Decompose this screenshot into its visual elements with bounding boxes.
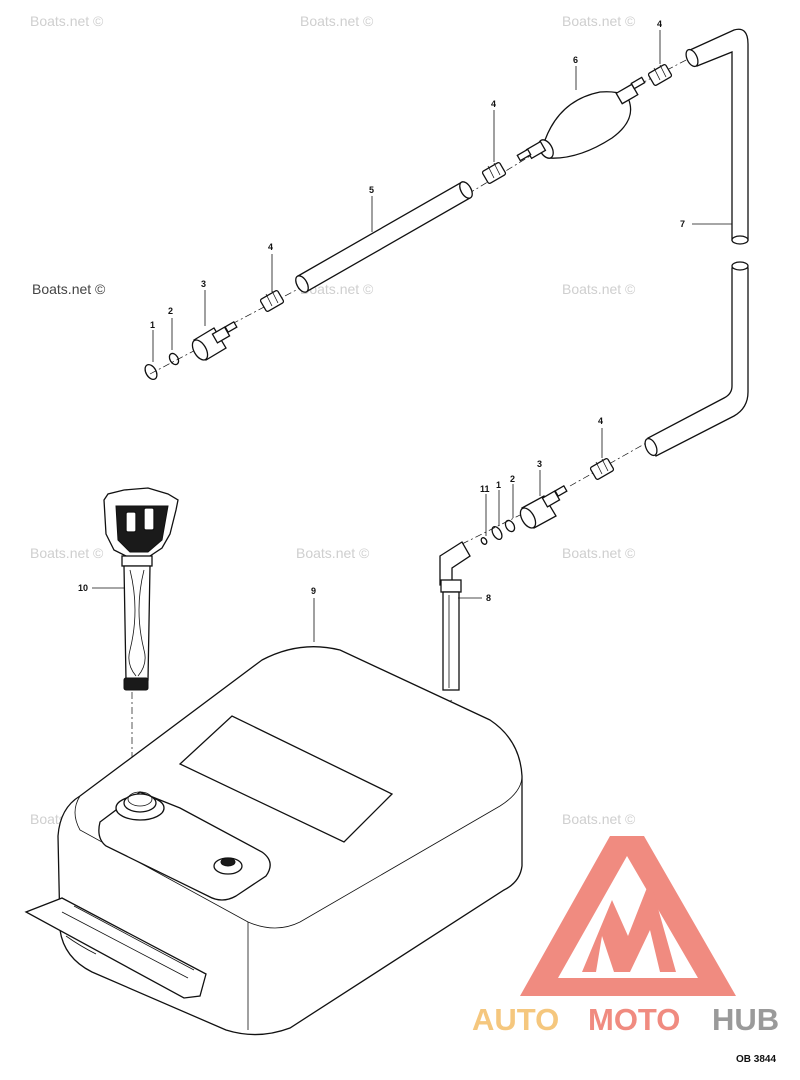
- callout-4: 4: [598, 416, 603, 426]
- callout-1: 1: [150, 320, 155, 330]
- part-4-clamp: [481, 162, 507, 184]
- callout-2: 2: [510, 474, 515, 484]
- logo-text-hub: HUB: [712, 1002, 779, 1037]
- watermark: Boats.net ©: [562, 545, 636, 561]
- part-3-connector-upper: [191, 321, 238, 361]
- part-9-fuel-tank: [24, 646, 523, 1036]
- watermark: Boats.net ©: [300, 13, 374, 29]
- part-4-clamp: [647, 64, 673, 86]
- part-6-primer-bulb: [516, 76, 646, 162]
- watermark: Boats.net ©: [562, 13, 636, 29]
- part-1-o-ring: [144, 363, 158, 381]
- part-10-fuel-gauge: [103, 487, 179, 691]
- drawing-code: OB 3844: [736, 1054, 776, 1065]
- part-7-fuel-hose-upper: [685, 28, 749, 245]
- axis-line: [467, 149, 541, 195]
- callout-1: 1: [496, 480, 501, 490]
- automotohub-logo: AUTO MOTO HUB: [472, 836, 779, 1037]
- part-1-o-ring: [491, 525, 503, 541]
- part-7-fuel-hose-lower: [644, 261, 749, 457]
- watermark: Boats.net ©: [296, 545, 370, 561]
- callout-10: 10: [78, 583, 88, 593]
- callout-3: 3: [201, 279, 206, 289]
- logo-triangle: [520, 836, 736, 996]
- axis-line: [569, 437, 656, 487]
- watermark: Boats.net ©: [30, 545, 104, 561]
- part-2-o-ring: [168, 352, 180, 366]
- watermark: Boats.net ©: [562, 281, 636, 297]
- part-4-clamp: [589, 458, 615, 480]
- part-4-clamp: [259, 290, 285, 312]
- leader-lines: [92, 30, 732, 642]
- callout-11: 11: [480, 484, 490, 494]
- watermark: Boats.net ©: [32, 281, 106, 297]
- callout-2: 2: [168, 306, 173, 316]
- callout-9: 9: [311, 586, 316, 596]
- logo-mark: [582, 880, 676, 972]
- part-2-o-ring: [504, 519, 516, 533]
- logo-text-moto: MOTO: [588, 1002, 680, 1037]
- part-11-o-ring: [480, 537, 488, 545]
- callout-4: 4: [491, 99, 496, 109]
- watermark: Boats.net ©: [30, 13, 104, 29]
- callout-5: 5: [369, 185, 374, 195]
- callout-labels: 1 2 3 4 5 4 6 4 7 4 3 2 1 11 8 9 10: [78, 19, 685, 603]
- part-5-fuel-hose: [295, 181, 473, 293]
- part-8-fuel-pickup: [439, 541, 471, 691]
- callout-6: 6: [573, 55, 578, 65]
- watermark: Boats.net ©: [562, 811, 636, 827]
- callout-7: 7: [680, 219, 685, 229]
- axis-line: [639, 57, 691, 85]
- part-3-connector-lower: [519, 485, 568, 529]
- callout-4: 4: [657, 19, 662, 29]
- logo-text-auto: AUTO: [472, 1002, 559, 1037]
- callout-4: 4: [268, 242, 273, 252]
- axis-line: [231, 287, 301, 325]
- callout-3: 3: [537, 459, 542, 469]
- callout-8: 8: [486, 593, 491, 603]
